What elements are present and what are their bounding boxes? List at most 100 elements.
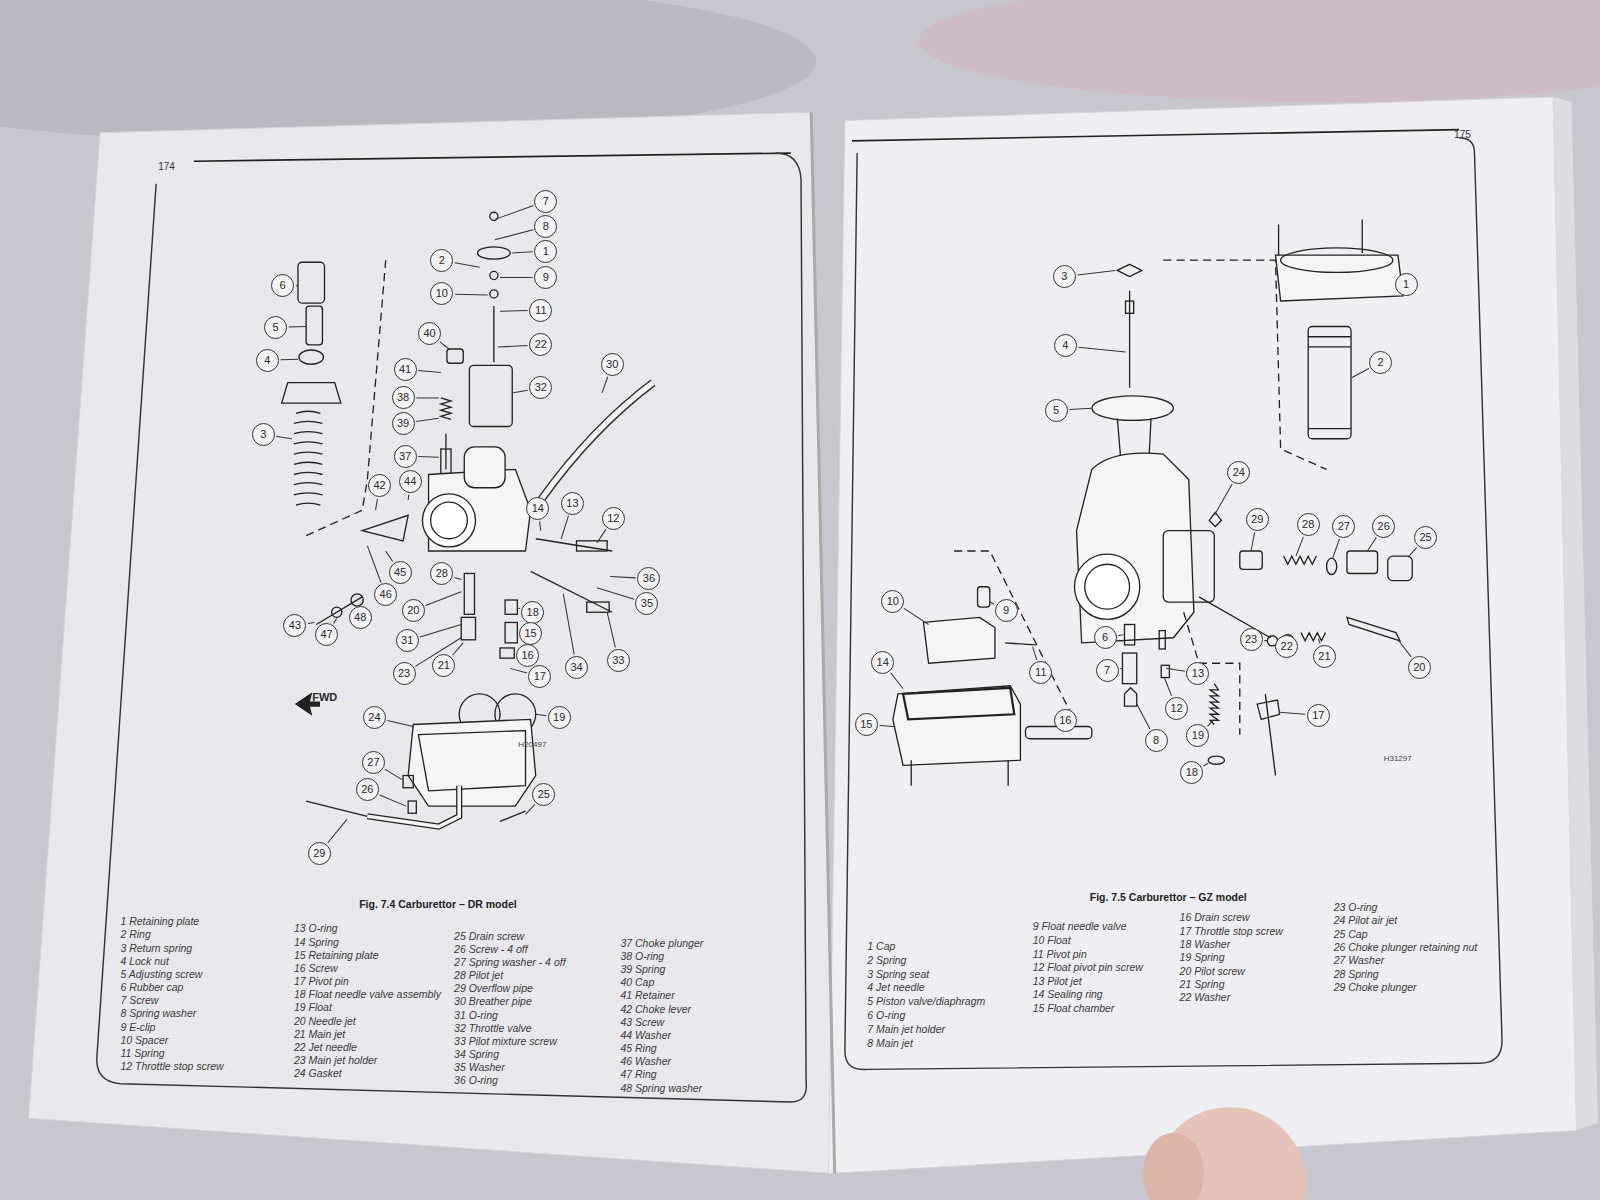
leader-line (513, 390, 528, 393)
leader-line (1251, 532, 1255, 551)
callout-number: 28 (1297, 513, 1320, 536)
callout-number: 34 (565, 656, 588, 679)
parts-list-item: 3 Return spring (120, 942, 192, 954)
parts-list-item: 29 Overflow pipe (454, 982, 533, 994)
callout-number: 20 (402, 599, 425, 622)
parts-list-item: 19 Spring (1180, 951, 1225, 963)
leader-line (904, 608, 929, 624)
leader-line (1318, 639, 1320, 644)
leader-line (1069, 408, 1091, 409)
parts-list-item: 24 Gasket (294, 1067, 342, 1079)
drawing-reference: H31297 (1384, 754, 1412, 763)
callout-number: 35 (635, 592, 658, 615)
leader-line (495, 206, 534, 220)
leader-line (990, 602, 994, 604)
parts-list-item: 1 Cap (867, 940, 895, 952)
leader-line (1352, 369, 1369, 378)
leader-line (1408, 548, 1417, 558)
leader-line (1280, 712, 1306, 714)
parts-list-item: 15 Float chamber (1033, 1002, 1115, 1014)
leader-line (328, 819, 347, 842)
parts-list-item: 27 Washer (1334, 954, 1385, 966)
parts-list-item: 38 O-ring (620, 950, 664, 962)
callout-number: 16 (516, 644, 539, 667)
parts-list-item: 42 Choke lever (620, 1003, 691, 1015)
leader-line (385, 769, 402, 779)
parts-list-item: 14 Sealing ring (1033, 988, 1103, 1000)
parts-list-item: 7 Screw (120, 994, 158, 1006)
leader-line (416, 397, 438, 398)
callout-number: 12 (1165, 697, 1188, 720)
callout-number: 10 (881, 590, 904, 613)
callout-number: 45 (389, 561, 412, 584)
parts-list-item: 21 Spring (1180, 978, 1225, 990)
parts-list-item: 18 Washer (1180, 938, 1231, 950)
parts-list-item: 2 Spring (867, 954, 906, 966)
leader-line (1118, 634, 1123, 636)
parts-list-item: 39 Spring (620, 963, 665, 975)
leader-line (1207, 719, 1214, 726)
parts-list-item: 9 Float needle valve (1033, 920, 1127, 932)
parts-list-item: 25 Drain screw (454, 930, 524, 942)
parts-list-item: 10 Spacer (120, 1034, 168, 1046)
parts-list-item: 20 Needle jet (294, 1015, 356, 1027)
parts-list-item: 13 O-ring (294, 922, 338, 934)
leader-line (408, 495, 410, 500)
callout-number: 14 (526, 497, 549, 520)
direction-label: FWD (312, 691, 337, 703)
parts-list-item: 28 Pilot jet (454, 969, 503, 981)
parts-list-item: 6 Rubber cap (120, 981, 183, 993)
leader-line (420, 624, 461, 636)
callout-number: 41 (394, 358, 417, 381)
callout-number: 44 (399, 470, 422, 493)
leader-line (512, 252, 532, 253)
parts-list-item: 19 Float (294, 1001, 332, 1013)
callout-number: 1 (1395, 273, 1418, 296)
leader-line (386, 551, 393, 561)
parts-list-item: 40 Cap (620, 976, 654, 988)
figure-caption: Fig. 7.5 Carburettor – GZ model (1090, 891, 1247, 903)
leader-line (607, 612, 615, 647)
leader-line (1077, 270, 1115, 275)
parts-list-item: 23 O-ring (1334, 901, 1378, 913)
leader-line (454, 577, 461, 579)
leader-line (1120, 668, 1122, 669)
callout-number: 11 (529, 299, 552, 322)
parts-list-item: 25 Cap (1334, 928, 1368, 940)
leader-line (440, 342, 449, 349)
leader-line (1137, 704, 1150, 729)
parts-list-item: 12 Float pivot pin screw (1033, 961, 1143, 973)
callout-number: 2 (430, 249, 453, 272)
leader-line (276, 437, 291, 439)
leader-line (1296, 537, 1303, 556)
parts-list-item: 36 O-ring (454, 1074, 498, 1086)
callout-number: 1 (534, 240, 557, 263)
callout-number: 30 (601, 353, 624, 376)
parts-list-item: 48 Spring washer (620, 1082, 702, 1094)
leader-line (540, 521, 541, 530)
leader-line (308, 622, 314, 624)
leader-line (387, 720, 413, 726)
figure-caption: Fig. 7.4 Carburettor – DR model (359, 898, 517, 910)
parts-list-item: 37 Choke plunger (620, 937, 703, 949)
leader-line (498, 346, 528, 347)
callout-number: 7 (534, 190, 557, 213)
parts-list-item: 17 Pivot pin (294, 975, 349, 987)
parts-list-item: 11 Pivot pin (1033, 948, 1087, 960)
leader-line (418, 371, 440, 373)
leader-line (1398, 640, 1411, 657)
callout-number: 38 (392, 386, 415, 409)
parts-list-item: 16 Drain screw (1180, 911, 1250, 923)
parts-list-item: 35 Washer (454, 1061, 505, 1073)
leader-line (1214, 484, 1232, 515)
parts-list-item: 21 Main jet (294, 1028, 345, 1040)
parts-list-item: 15 Retaining plate (294, 949, 379, 961)
parts-list-item: 8 Spring washer (120, 1007, 196, 1019)
callout-number: 20 (1408, 656, 1431, 679)
leader-line (610, 577, 636, 578)
leader-line (500, 310, 528, 312)
parts-list-item: 23 Main jet holder (294, 1054, 377, 1066)
leader-line (453, 643, 464, 655)
leader-line (1367, 538, 1376, 551)
